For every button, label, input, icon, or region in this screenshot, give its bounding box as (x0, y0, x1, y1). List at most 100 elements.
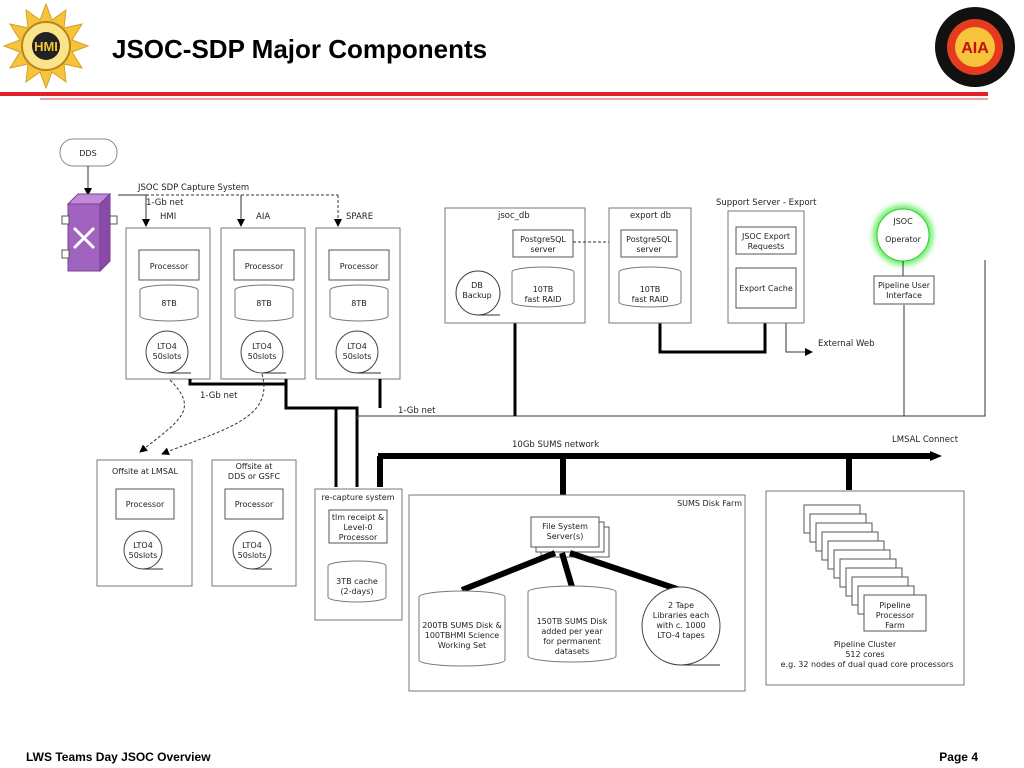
tape-label: LTO4 (133, 541, 153, 550)
farm-label-2: Processor (876, 611, 915, 620)
tape-label: LTO4 (157, 342, 177, 351)
capture-system-label: JSOC SDP Capture System (137, 183, 249, 193)
pipeline-cluster: Pipeline Processor Farm Pipeline Cluster… (765, 490, 965, 686)
sums-disk-farm: SUMS Disk Farm File System Server(s) 200… (408, 494, 746, 692)
offsite-lmsal-label: Offsite at LMSAL (112, 467, 178, 476)
tlm-label-3: Processor (339, 533, 378, 542)
offsite-lmsal-box: Offsite at LMSAL Processor LTO4 50slots (96, 459, 193, 587)
lmsal-connect-label: LMSAL Connect (892, 435, 959, 445)
tape-slots: 50slots (343, 352, 372, 361)
offsite-gsfc-label: Offsite at (236, 462, 273, 471)
footer-title: LWS Teams Day JSOC Overview (26, 750, 211, 764)
tlm-label-2: Level-0 (343, 523, 372, 532)
processor-label: Processor (340, 262, 379, 271)
export-cache-label: Export Cache (739, 284, 793, 293)
tape-library-3: with c. 1000 (656, 621, 705, 630)
dds-switch (61, 192, 118, 273)
export-requests-label: JSOC Export (741, 232, 790, 241)
sums-disk-b-2: added per year (541, 627, 603, 636)
support-server-label: Support Server - Export (716, 198, 817, 208)
offsite-gsfc-box: Offsite at DDS or GSFC Processor LTO4 50… (211, 459, 297, 587)
slide-title: JSOC-SDP Major Components (112, 34, 488, 64)
farm-label: Pipeline (879, 601, 910, 610)
tape-slots: 50slots (129, 551, 158, 560)
operator-label: JSOC (892, 217, 913, 226)
net-1gb-mid: 1-Gb net (200, 391, 238, 401)
fs-server-label: File System (542, 522, 588, 531)
export-requests-label-2: Requests (748, 242, 785, 251)
capture-unit-hmi: HMI Processor 8TB LTO4 50slots (125, 212, 211, 380)
processor-label: Processor (245, 262, 284, 271)
processor-label: Processor (126, 500, 165, 509)
disk-label: 8TB (161, 299, 176, 308)
hmi-logo-text: HMI (34, 39, 58, 54)
sums-disk-a-3: Working Set (438, 641, 486, 650)
sums-disk-a-2: 100TBHMI Science (425, 631, 500, 640)
postgres-label: PostgreSQL (626, 235, 672, 244)
farm-label-3: Farm (885, 621, 905, 630)
jsoc-db-label: jsoc_db (497, 211, 530, 221)
net-1gb-right: 1-Gb net (398, 406, 436, 416)
pipeline-ui-label-2: Interface (886, 291, 922, 300)
postgres-label: PostgreSQL (520, 235, 566, 244)
disk-label: 8TB (256, 299, 271, 308)
backup-label-2: Backup (462, 291, 491, 300)
dds-label: DDS (79, 149, 96, 158)
operator-label-2: Operator (885, 235, 922, 244)
export-db-box: export db PostgreSQL server 10TB fast RA… (608, 207, 692, 324)
tape-library-2: Libraries each (653, 611, 709, 620)
tlm-label: tlm receipt & (332, 513, 384, 522)
capture-unit-aia: AIA Processor 8TB LTO4 50slots (220, 212, 306, 380)
sums-disk-a: 200TB SUMS Disk & (422, 621, 502, 630)
capture-unit-label: HMI (160, 212, 176, 222)
support-server-box: Support Server - Export JSOC Export Requ… (716, 198, 817, 324)
tape-label: LTO4 (347, 342, 367, 351)
fs-server-label-2: Server(s) (547, 532, 584, 541)
tape-label: LTO4 (242, 541, 262, 550)
raid-size: 10TB (533, 285, 554, 294)
server-label: server (530, 245, 556, 254)
external-web-label: External Web (818, 339, 875, 349)
disk-label: 8TB (351, 299, 366, 308)
title-underline (0, 92, 988, 96)
recapture-system-box: re-capture system tlm receipt & Level-0 … (314, 488, 403, 621)
tape-slots: 50slots (153, 352, 182, 361)
capture-unit-label: AIA (256, 212, 270, 222)
raid-label: fast RAID (632, 295, 669, 304)
net-1gb-top: 1-Gb net (146, 198, 184, 208)
sums-network-label: 10Gb SUMS network (512, 440, 599, 450)
server-label: server (636, 245, 662, 254)
sums-farm-label: SUMS Disk Farm (677, 499, 742, 508)
tape-slots: 50slots (238, 551, 267, 560)
recapture-label: re-capture system (321, 493, 394, 502)
raid-label: fast RAID (525, 295, 562, 304)
sums-disk-b: 150TB SUMS Disk (537, 617, 608, 626)
jsoc-operator: JSOC Operator Pipeline User Interface (873, 205, 935, 305)
tape-label: LTO4 (252, 342, 272, 351)
sums-disk-b-3: for permanent (543, 637, 601, 646)
capture-unit-label: SPARE (346, 212, 373, 222)
aia-logo: AIA (935, 7, 1015, 87)
capture-unit-spare: SPARE Processor 8TB LTO4 50slots (315, 212, 401, 380)
title-underline-shadow (40, 98, 988, 100)
tape-slots: 50slots (248, 352, 277, 361)
jsoc-db-box: jsoc_db PostgreSQL server 10TB fast RAID… (444, 207, 586, 324)
backup-label: DB (471, 281, 483, 290)
export-db-label: export db (630, 211, 671, 221)
cluster-caption: Pipeline Cluster (834, 640, 897, 649)
processor-label: Processor (235, 500, 274, 509)
processor-label: Processor (150, 262, 189, 271)
cache-label-2: (2-days) (340, 587, 373, 596)
sums-disk-b-4: datasets (555, 647, 589, 656)
cluster-caption-3: e.g. 32 nodes of dual quad core processo… (781, 660, 954, 669)
tape-library-4: LTO-4 tapes (657, 631, 705, 640)
offsite-gsfc-label-2: DDS or GSFC (228, 472, 281, 481)
cluster-caption-2: 512 cores (845, 650, 884, 659)
hmi-logo: HMI (2, 2, 90, 90)
raid-size: 10TB (640, 285, 661, 294)
page-number: Page 4 (939, 750, 978, 764)
pipeline-ui-label: Pipeline User (878, 281, 931, 290)
tape-library: 2 Tape (668, 601, 694, 610)
cache-label: 3TB cache (336, 577, 378, 586)
